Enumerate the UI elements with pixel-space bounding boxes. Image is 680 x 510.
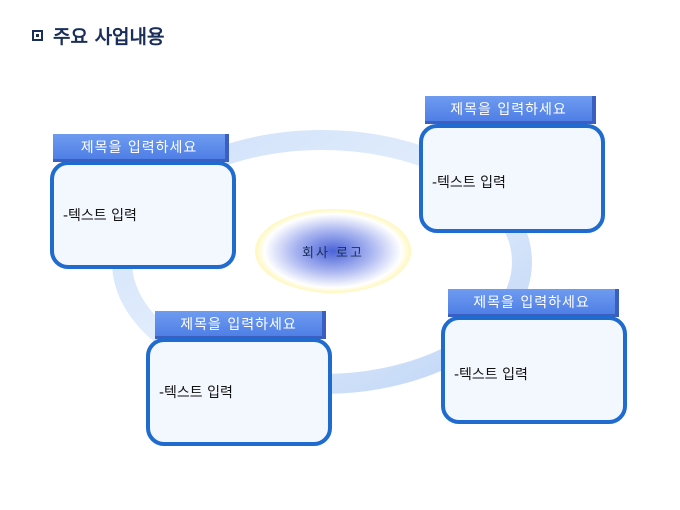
card-body-3: -텍스트 입력 <box>441 316 627 424</box>
company-logo: 회사 로고 <box>255 209 411 293</box>
card-text-4: -텍스트 입력 <box>159 385 233 401</box>
square-bullet-icon <box>32 30 43 41</box>
slide-title: 주요 사업내용 <box>32 22 165 49</box>
logo-text: 회사 로고 <box>302 245 364 261</box>
card-title-2: 제목을 입력하세요 <box>425 96 596 124</box>
card-title-3: 제목을 입력하세요 <box>448 289 619 317</box>
card-title-1: 제목을 입력하세요 <box>53 134 229 162</box>
card-body-2: -텍스트 입력 <box>419 124 605 233</box>
card-text-1: -텍스트 입력 <box>63 208 137 224</box>
card-body-4: -텍스트 입력 <box>146 338 332 446</box>
card-text-3: -텍스트 입력 <box>454 367 528 383</box>
card-body-1: -텍스트 입력 <box>50 161 236 269</box>
card-text-2: -텍스트 입력 <box>432 175 506 191</box>
title-text: 주요 사업내용 <box>53 26 165 48</box>
card-title-4: 제목을 입력하세요 <box>155 311 326 339</box>
